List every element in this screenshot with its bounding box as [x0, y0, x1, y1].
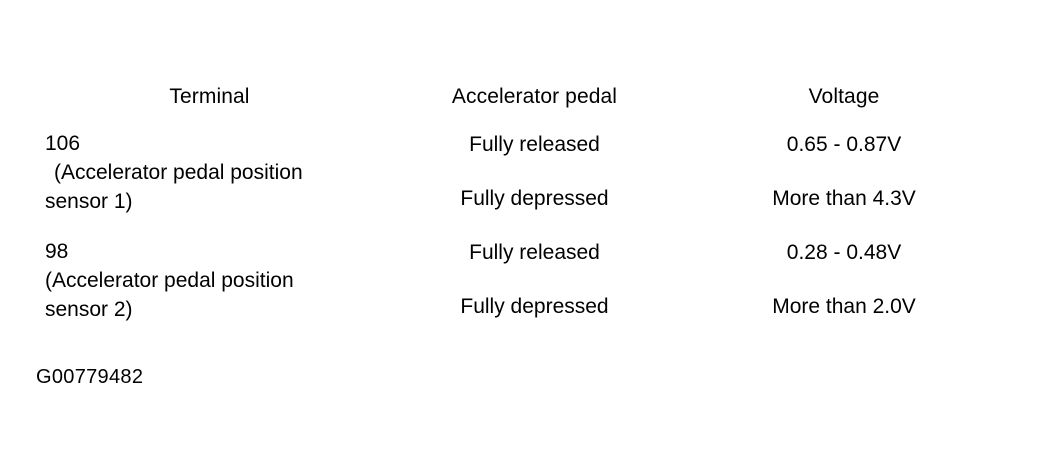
- terminal-number: 98: [45, 239, 69, 263]
- terminal-cell-98: 98 (Accelerator pedal position sensor 2): [35, 226, 384, 334]
- terminal-description-line-2: sensor 2): [45, 297, 133, 321]
- voltage-value-cell: 0.65 - 0.87V: [685, 118, 1003, 172]
- voltage-value-cell: 0.28 - 0.48V: [685, 226, 1003, 280]
- voltage-value-cell: More than 2.0V: [685, 280, 1003, 334]
- column-header-voltage: Voltage: [685, 76, 1003, 118]
- terminal-description-line-1: (Accelerator pedal position: [54, 160, 303, 184]
- table-row: 98 (Accelerator pedal position sensor 2)…: [35, 226, 1003, 334]
- terminal-description-line-2: sensor 1): [45, 189, 133, 213]
- terminal-cell-106: 106 (Accelerator pedal position sensor 1…: [35, 118, 384, 226]
- pedal-condition-cell: Fully released: [384, 226, 685, 280]
- column-header-accelerator-pedal: Accelerator pedal: [384, 76, 685, 118]
- table-header-row: Terminal Accelerator pedal Voltage: [35, 76, 1003, 118]
- pedal-condition-cell: Fully depressed: [384, 172, 685, 226]
- terminal-description-line-1: (Accelerator pedal position: [45, 268, 294, 292]
- column-header-terminal: Terminal: [35, 76, 384, 118]
- voltage-value-cell: More than 4.3V: [685, 172, 1003, 226]
- figure-caption: G00779482: [36, 366, 144, 388]
- pedal-condition-cell: Fully released: [384, 118, 685, 172]
- table-row: Fully depressed More than 2.0V: [35, 280, 1003, 334]
- pedal-condition-cell: Fully depressed: [384, 280, 685, 334]
- terminal-voltage-table: Terminal Accelerator pedal Voltage 106 (…: [35, 76, 1003, 334]
- terminal-number: 106: [45, 131, 81, 155]
- table-row: 106 (Accelerator pedal position sensor 1…: [35, 118, 1003, 226]
- table-row: Fully depressed More than 4.3V: [35, 172, 1003, 226]
